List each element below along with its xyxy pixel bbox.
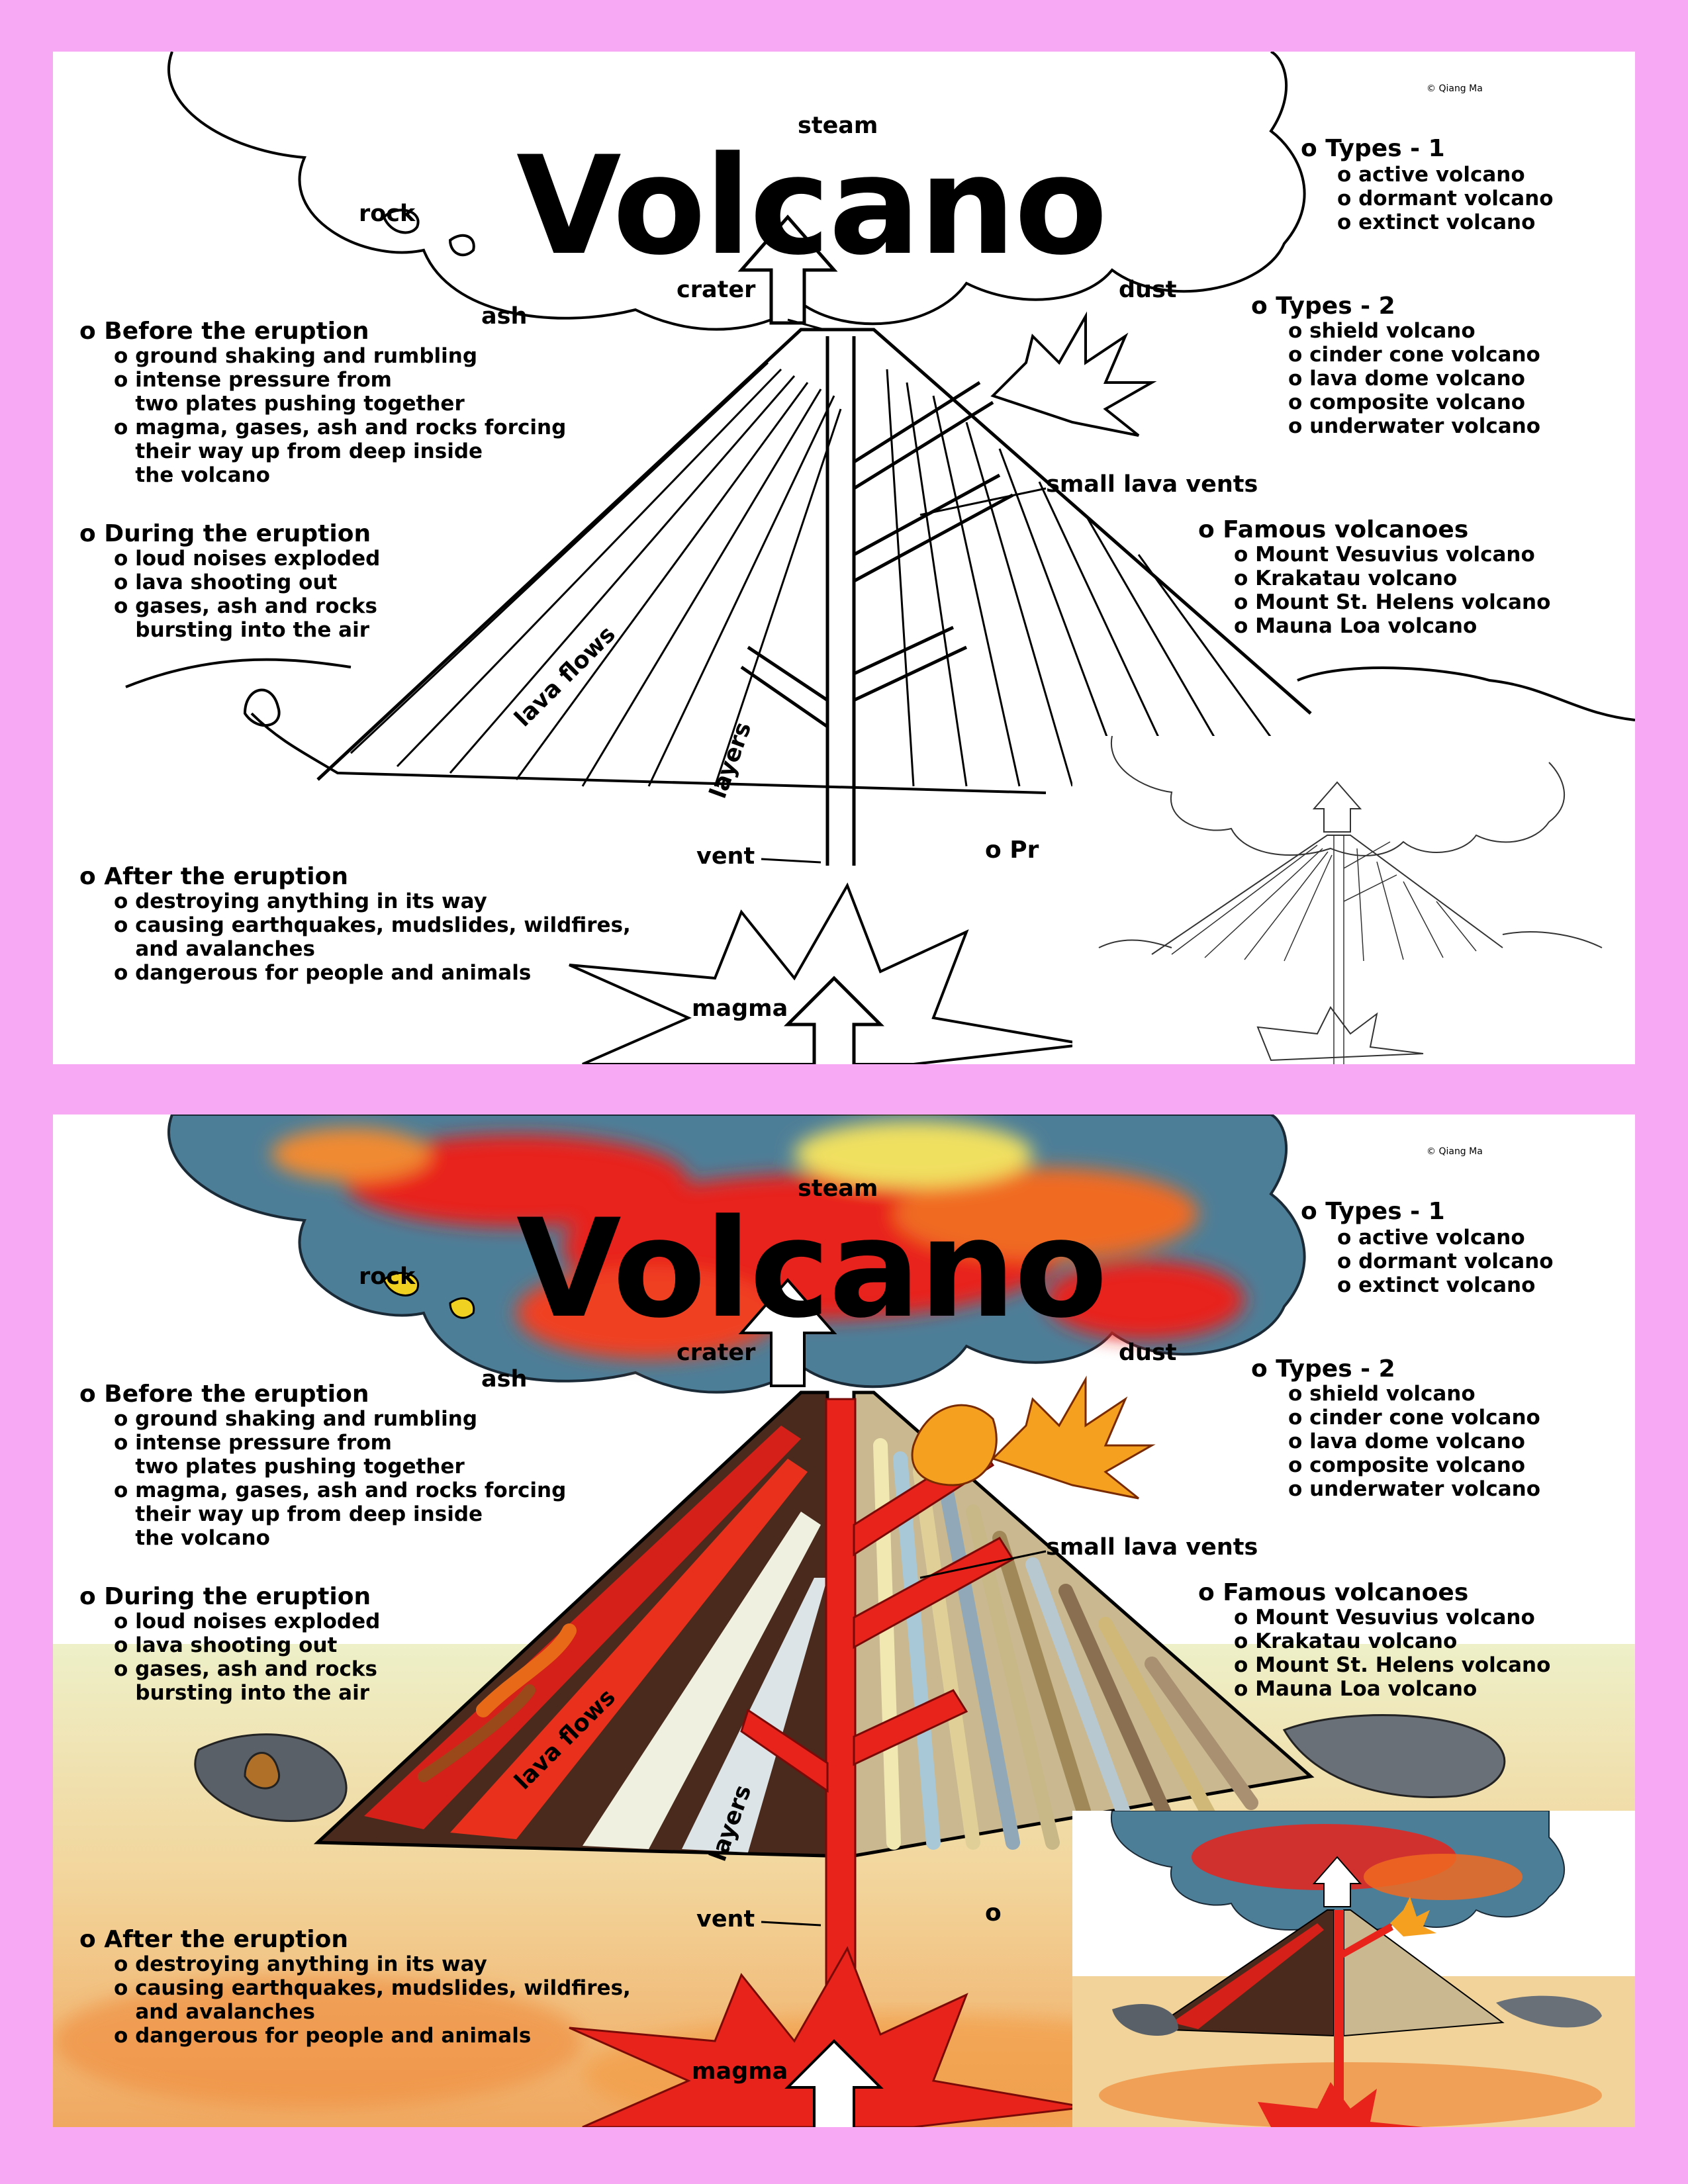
page-title: Volcano	[516, 1191, 1107, 1348]
types2-heading: o Types - 2	[1251, 293, 1395, 320]
after-heading: o After the eruption	[79, 863, 348, 890]
types2-item: o shield volcano	[1288, 319, 1476, 343]
before-item: o intense pressure from	[114, 368, 392, 392]
copyright-text: © Qiang Ma	[1427, 83, 1483, 94]
famous-item: o Mount Vesuvius volcano	[1234, 1606, 1535, 1629]
label-rock: rock	[359, 201, 416, 227]
copyright-text: © Qiang Ma	[1427, 1146, 1483, 1157]
famous-heading: o Famous volcanoes	[1198, 1579, 1469, 1606]
color-thumbnail	[1072, 1811, 1635, 2127]
before-item: o ground shaking and rumbling	[114, 1407, 478, 1431]
after-item: and avalanches	[114, 2000, 315, 2024]
after-item: o causing earthquakes, mudslides, wildfi…	[114, 913, 631, 937]
famous-item: o Mauna Loa volcano	[1234, 614, 1477, 638]
before-heading: o Before the eruption	[79, 318, 369, 345]
label-small-lava-vents: small lava vents	[1046, 471, 1258, 498]
after-heading: o After the eruption	[79, 1926, 348, 1953]
bw-thumbnail	[1072, 736, 1635, 1064]
types1-heading: o Types - 1	[1301, 1198, 1445, 1225]
before-item: their way up from deep inside	[114, 439, 483, 463]
label-vent: vent	[696, 843, 755, 870]
types2-item: o cinder cone volcano	[1288, 1406, 1540, 1430]
after-item: o destroying anything in its way	[114, 1952, 487, 1976]
before-item: o magma, gases, ash and rocks forcing	[114, 416, 567, 439]
page-title: Volcano	[516, 128, 1107, 285]
famous-heading: o Famous volcanoes	[1198, 516, 1469, 543]
bw-diagram-panel: © Qiang Ma steam Volcano rock ash crater…	[53, 52, 1635, 1064]
types1-item: o dormant volcano	[1337, 1250, 1554, 1273]
label-magma: magma	[692, 995, 788, 1022]
during-item: o gases, ash and rocks	[114, 594, 377, 618]
types2-item: o composite volcano	[1288, 1453, 1526, 1477]
before-item: the volcano	[114, 463, 270, 487]
bw-volcano-drawing	[125, 52, 1635, 1064]
types2-item: o underwater volcano	[1288, 1477, 1541, 1501]
during-item: o lava shooting out	[114, 570, 338, 594]
types1-item: o active volcano	[1337, 163, 1525, 187]
after-item: o causing earthquakes, mudslides, wildfi…	[114, 1976, 631, 2000]
after-item: o dangerous for people and animals	[114, 2024, 532, 2048]
types1-item: o extinct volcano	[1337, 1273, 1536, 1297]
famous-item: o Mount St. Helens volcano	[1234, 590, 1551, 614]
before-item: two plates pushing together	[114, 392, 465, 416]
types1-item: o extinct volcano	[1337, 210, 1536, 234]
during-item: o lava shooting out	[114, 1633, 338, 1657]
during-item: bursting into the air	[114, 1681, 370, 1705]
partial-heading: o Pr	[985, 837, 1039, 864]
color-thumbnail-drawing	[1072, 1811, 1635, 2127]
types2-heading: o Types - 2	[1251, 1355, 1395, 1383]
after-item: o destroying anything in its way	[114, 889, 487, 913]
famous-item: o Mount Vesuvius volcano	[1234, 543, 1535, 567]
before-heading: o Before the eruption	[79, 1381, 369, 1408]
during-item: o loud noises exploded	[114, 1610, 381, 1633]
before-item: o ground shaking and rumbling	[114, 344, 478, 368]
famous-item: o Krakatau volcano	[1234, 1629, 1458, 1653]
before-item: o magma, gases, ash and rocks forcing	[114, 1479, 567, 1502]
label-vent: vent	[696, 1906, 755, 1933]
types2-item: o underwater volcano	[1288, 414, 1541, 438]
types1-heading: o Types - 1	[1301, 135, 1445, 162]
before-item: two plates pushing together	[114, 1455, 465, 1479]
label-crater: crater	[677, 1340, 756, 1366]
types1-item: o active volcano	[1337, 1226, 1525, 1250]
famous-item: o Mauna Loa volcano	[1234, 1677, 1477, 1701]
during-heading: o During the eruption	[79, 1583, 371, 1610]
types2-item: o lava dome volcano	[1288, 1430, 1525, 1453]
during-item: o loud noises exploded	[114, 547, 381, 570]
label-steam: steam	[798, 1175, 878, 1202]
types2-item: o composite volcano	[1288, 390, 1526, 414]
partial-heading: o	[985, 1899, 1002, 1927]
during-heading: o During the eruption	[79, 520, 371, 547]
before-item: o intense pressure from	[114, 1431, 392, 1455]
label-small-lava-vents: small lava vents	[1046, 1534, 1258, 1561]
label-ash: ash	[481, 1366, 528, 1392]
famous-item: o Krakatau volcano	[1234, 567, 1458, 590]
label-magma: magma	[692, 2058, 788, 2085]
during-item: o gases, ash and rocks	[114, 1657, 377, 1681]
label-crater: crater	[677, 277, 756, 303]
types2-item: o cinder cone volcano	[1288, 343, 1540, 367]
types1-item: o dormant volcano	[1337, 187, 1554, 210]
types2-item: o lava dome volcano	[1288, 367, 1525, 390]
after-item: and avalanches	[114, 937, 315, 961]
label-ash: ash	[481, 303, 528, 330]
label-steam: steam	[798, 113, 878, 139]
label-rock: rock	[359, 1263, 416, 1290]
label-dust: dust	[1119, 277, 1177, 303]
during-item: bursting into the air	[114, 618, 370, 642]
label-dust: dust	[1119, 1340, 1177, 1366]
famous-item: o Mount St. Helens volcano	[1234, 1653, 1551, 1677]
before-item: their way up from deep inside	[114, 1502, 483, 1526]
after-item: o dangerous for people and animals	[114, 961, 532, 985]
types2-item: o shield volcano	[1288, 1382, 1476, 1406]
bw-thumbnail-drawing	[1098, 736, 1603, 1064]
before-item: the volcano	[114, 1526, 270, 1550]
color-volcano-drawing	[53, 1115, 1635, 2127]
